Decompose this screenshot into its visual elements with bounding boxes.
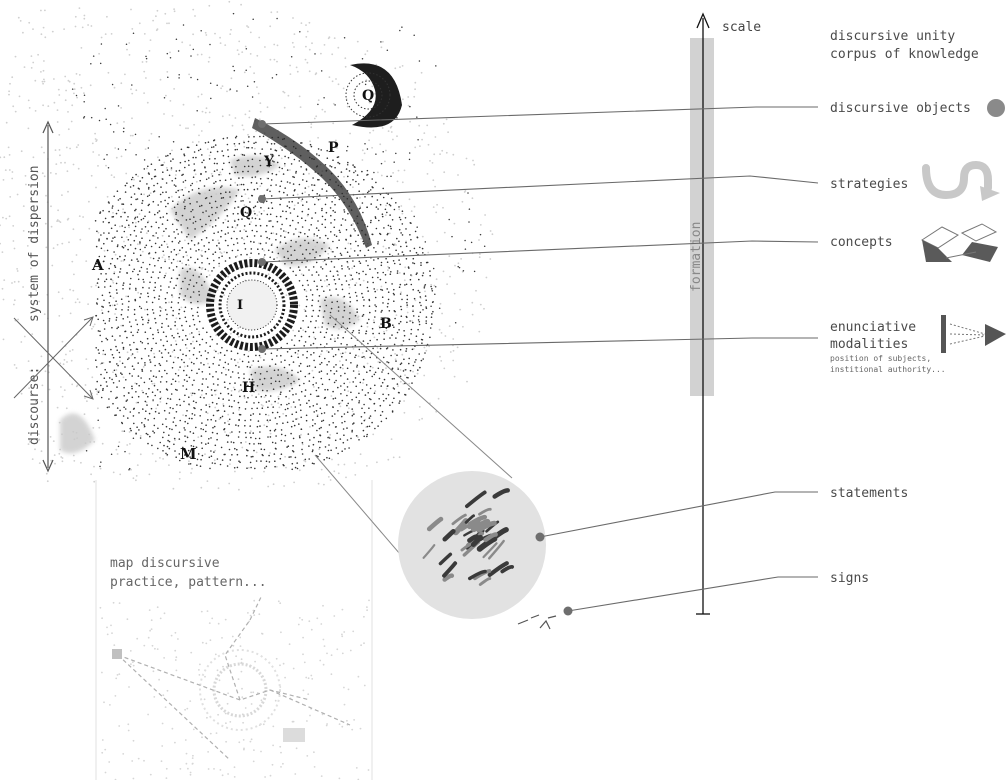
letter-a: A bbox=[91, 256, 104, 274]
projection-cone-icon bbox=[941, 315, 1006, 353]
legend-icons bbox=[922, 99, 1006, 353]
shard-stipple bbox=[72, 13, 486, 471]
map-note-line2: practice, pattern... bbox=[110, 575, 267, 590]
leader-objects bbox=[262, 107, 818, 124]
sign-marks bbox=[518, 615, 556, 629]
axis-label-discourse: discourse: bbox=[27, 367, 42, 445]
scale-label: scale bbox=[722, 20, 761, 35]
legend-item-discursive-objects: discursive objects bbox=[830, 101, 971, 116]
leader-signs bbox=[568, 577, 818, 611]
legend: discursive unity corpus of knowledge dis… bbox=[830, 29, 979, 586]
map-letters: Q P Y Q A I B H M bbox=[91, 88, 392, 463]
curved-arrow-icon bbox=[926, 165, 1000, 201]
leader-modalities bbox=[262, 338, 818, 349]
scale-axis: scale formation bbox=[689, 14, 761, 614]
legend-item-modalities: modalities bbox=[830, 337, 908, 352]
letter-i: I bbox=[237, 298, 243, 313]
leader-statements bbox=[540, 492, 818, 537]
ghost-map: map discursive practice, pattern... bbox=[96, 480, 372, 780]
letter-m: M bbox=[180, 445, 197, 463]
leader-concepts bbox=[262, 241, 818, 262]
leader-strategies bbox=[262, 176, 818, 199]
formation-band bbox=[690, 38, 714, 396]
legend-item-modalities-sub1: position of subjects, bbox=[830, 354, 931, 363]
letter-p: P bbox=[328, 140, 339, 156]
letter-q-top: Q bbox=[362, 88, 374, 104]
legend-title-line1: discursive unity bbox=[830, 29, 955, 44]
map-note-line1: map discursive bbox=[110, 556, 220, 571]
filled-circle-icon bbox=[987, 99, 1005, 117]
folded-planes-icon bbox=[922, 224, 998, 262]
letter-y: Y bbox=[263, 154, 275, 170]
letter-h: H bbox=[242, 380, 255, 396]
legend-item-modalities-sub2: institional authority... bbox=[830, 365, 946, 374]
formation-label: formation bbox=[689, 222, 704, 292]
letter-b: B bbox=[380, 316, 392, 332]
legend-item-signs: signs bbox=[830, 571, 869, 586]
legend-item-statements: statements bbox=[830, 486, 908, 501]
axis-label-dispersion: system of dispersion bbox=[27, 165, 42, 322]
letter-q-mid: Q bbox=[240, 205, 252, 221]
stippled-map: Q P Y Q A I B H M bbox=[0, 1, 493, 491]
legend-title-line2: corpus of knowledge bbox=[830, 47, 979, 62]
inner-core bbox=[210, 263, 294, 347]
legend-item-strategies: strategies bbox=[830, 177, 908, 192]
legend-item-enunciative: enunciative bbox=[830, 320, 916, 335]
legend-item-concepts: concepts bbox=[830, 235, 893, 250]
